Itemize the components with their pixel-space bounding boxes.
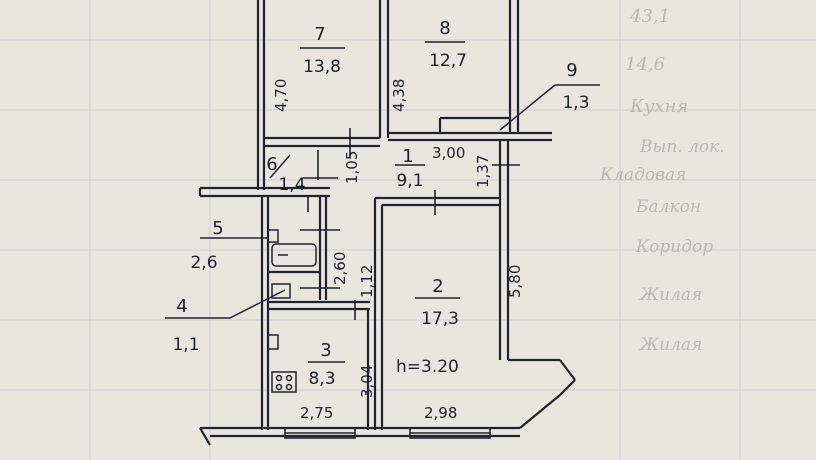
bathtub-icon [271, 243, 317, 267]
bg-text-5: Балкон [635, 197, 701, 217]
leader-lines [165, 41, 600, 363]
room-3-area: 8,3 [308, 369, 335, 389]
dim-1-05: 1,05 [343, 151, 361, 184]
room-8-number: 8 [439, 18, 450, 39]
bg-text-4: Вып. лок. [639, 137, 725, 157]
room-1-area: 9,1 [396, 171, 423, 191]
dim-1-37: 1,37 [474, 155, 492, 188]
bg-text-7: Жилая [639, 285, 702, 305]
room-9-number: 9 [566, 60, 577, 81]
bg-text-1: 43,1 [629, 6, 670, 27]
ceiling-height: h=3.20 [396, 357, 459, 377]
sink-icon [267, 229, 279, 243]
dim-1-12: 1,12 [358, 265, 376, 298]
bg-text-9: Кладовая [599, 165, 686, 185]
bg-text-6: Коридор [635, 237, 713, 257]
room-labels: 7 13,8 8 12,7 9 1,3 1 9,1 6 1,4 5 2,6 4 … [172, 18, 589, 389]
fixtures [267, 229, 317, 393]
door-marks [300, 128, 520, 320]
room-7-area: 13,8 [303, 57, 341, 77]
room-5-area: 2,6 [190, 253, 217, 273]
room-4-number: 4 [176, 296, 187, 317]
room-7-number: 7 [314, 24, 325, 45]
walls [198, 0, 576, 446]
dimension-labels: 4,70 4,38 1,05 3,00 1,37 5,80 2,60 1,12 … [272, 79, 524, 422]
room-6-number: 6 [266, 154, 277, 175]
dim-3-00: 3,00 [432, 144, 465, 162]
toilet-icon [271, 283, 291, 299]
room-9-area: 1,3 [562, 93, 589, 113]
kitchen-sink-icon [267, 334, 279, 350]
bg-text-3: Кухня [629, 96, 688, 117]
room-1-number: 1 [402, 146, 413, 167]
bg-text-2: 14,6 [625, 54, 665, 75]
room-3-number: 3 [320, 340, 331, 361]
dim-5-80: 5,80 [506, 265, 524, 298]
room-8-area: 12,7 [429, 51, 467, 71]
dim-3-04: 3,04 [358, 365, 376, 398]
room-5-number: 5 [212, 218, 223, 239]
dim-2-98: 2,98 [424, 404, 457, 422]
windows [284, 427, 491, 439]
dim-4-38: 4,38 [390, 79, 408, 112]
room-2-area: 17,3 [421, 309, 459, 329]
room-4-area: 1,1 [172, 335, 199, 355]
background-handwriting: 43,1 14,6 Кухня Вып. лок. Балкон Коридор… [599, 6, 725, 355]
bg-text-8: Жилая [639, 335, 702, 355]
stove-icon [271, 371, 297, 393]
room-6-area: 1,4 [278, 175, 305, 195]
dim-2-60: 2,60 [331, 252, 349, 285]
dim-4-70: 4,70 [272, 79, 290, 112]
room-2-number: 2 [432, 276, 443, 297]
dim-2-75: 2,75 [300, 404, 333, 422]
